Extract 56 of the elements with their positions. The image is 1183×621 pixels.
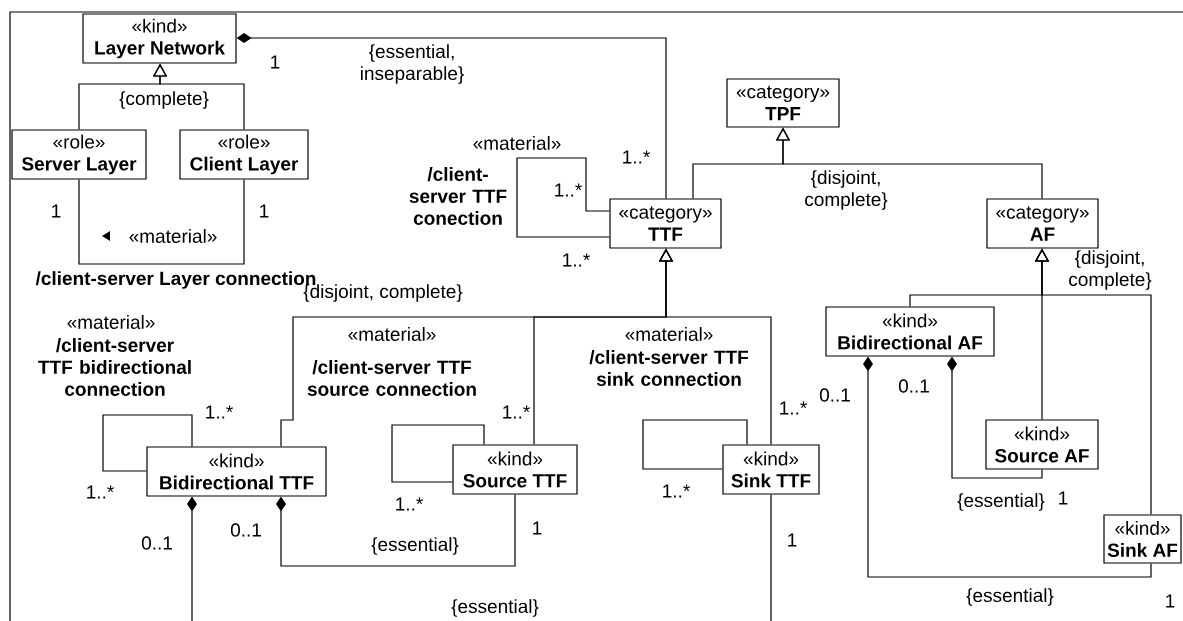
multiplicity-label: 1..* [396,497,423,511]
class-box: «role» Client Layer [179,129,309,180]
multiplicity-label: 1..* [555,183,582,197]
class-box: «kind» Bidirectional TTF [146,446,327,497]
composition-line [276,494,516,567]
class-box: «kind» Source AF [985,419,1099,470]
stereotype-label: «material» [129,229,217,243]
constraint-label: {essential} [371,537,459,555]
constraint-label: {essential, inseparable} [361,44,464,84]
association-name: /client-server TTF source connection [307,360,476,396]
constraint-label: {disjoint, complete} [805,170,888,210]
constraint-label: {essential} [451,599,539,617]
multiplicity-label: 1 [533,521,542,535]
class-box: «kind» Layer Network [82,13,237,64]
association-name: /client-server TTF bidirectional connection [38,338,191,396]
class-box: «kind» Sink TTF [722,444,820,495]
association-name: /client-server TTF conection [409,167,507,225]
multiplicity-label: 1 [271,55,280,69]
composition-line [187,494,772,621]
multiplicity-label: 0..1 [141,536,172,550]
multiplicity-label: 0..1 [230,523,261,537]
constraint-label: {essential} [957,493,1045,511]
multiplicity-label: 1 [52,204,61,218]
association-line [391,424,485,483]
multiplicity-label: 1 [1059,491,1068,505]
class-box: «category» TPF [726,78,840,128]
class-box: «category» AF [986,198,1099,249]
class-box: «kind» Source TTF [452,444,578,495]
class-box: «category» TTF [609,198,722,249]
stereotype-label: «material» [348,327,436,341]
multiplicity-label: 1..* [503,405,530,419]
multiplicity-label: 1..* [780,401,807,415]
constraint-label: {essential} [966,588,1054,606]
multiplicity-label: 0..1 [898,379,929,393]
association-name: /client-server TTF sink connection [589,350,748,386]
class-box: «role» Server Layer [11,129,147,180]
multiplicity-label: 1..* [87,485,114,499]
stereotype-label: «material» [67,315,155,329]
association-line [78,179,245,265]
association-line [102,414,193,472]
constraint-label: {disjoint, complete} [1069,250,1152,290]
multiplicity-label: 0..1 [819,388,850,402]
stereotype-label: «material» [625,327,713,341]
class-box: «kind» Bidirectional AF [825,306,995,357]
class-box: «kind» Sink AF [1103,514,1182,564]
multiplicity-label: 1..* [663,484,690,498]
multiplicity-label: 1..* [206,405,233,419]
multiplicity-label: 1 [788,533,797,547]
association-line [516,157,610,238]
multiplicity-label: 1..* [563,253,590,267]
stereotype-label: «material» [473,136,561,150]
multiplicity-label: 1 [1166,594,1175,608]
association-line [642,419,748,470]
multiplicity-label: 1 [260,204,269,218]
multiplicity-label: 1..* [623,150,650,164]
constraint-label: {complete} [119,91,209,109]
